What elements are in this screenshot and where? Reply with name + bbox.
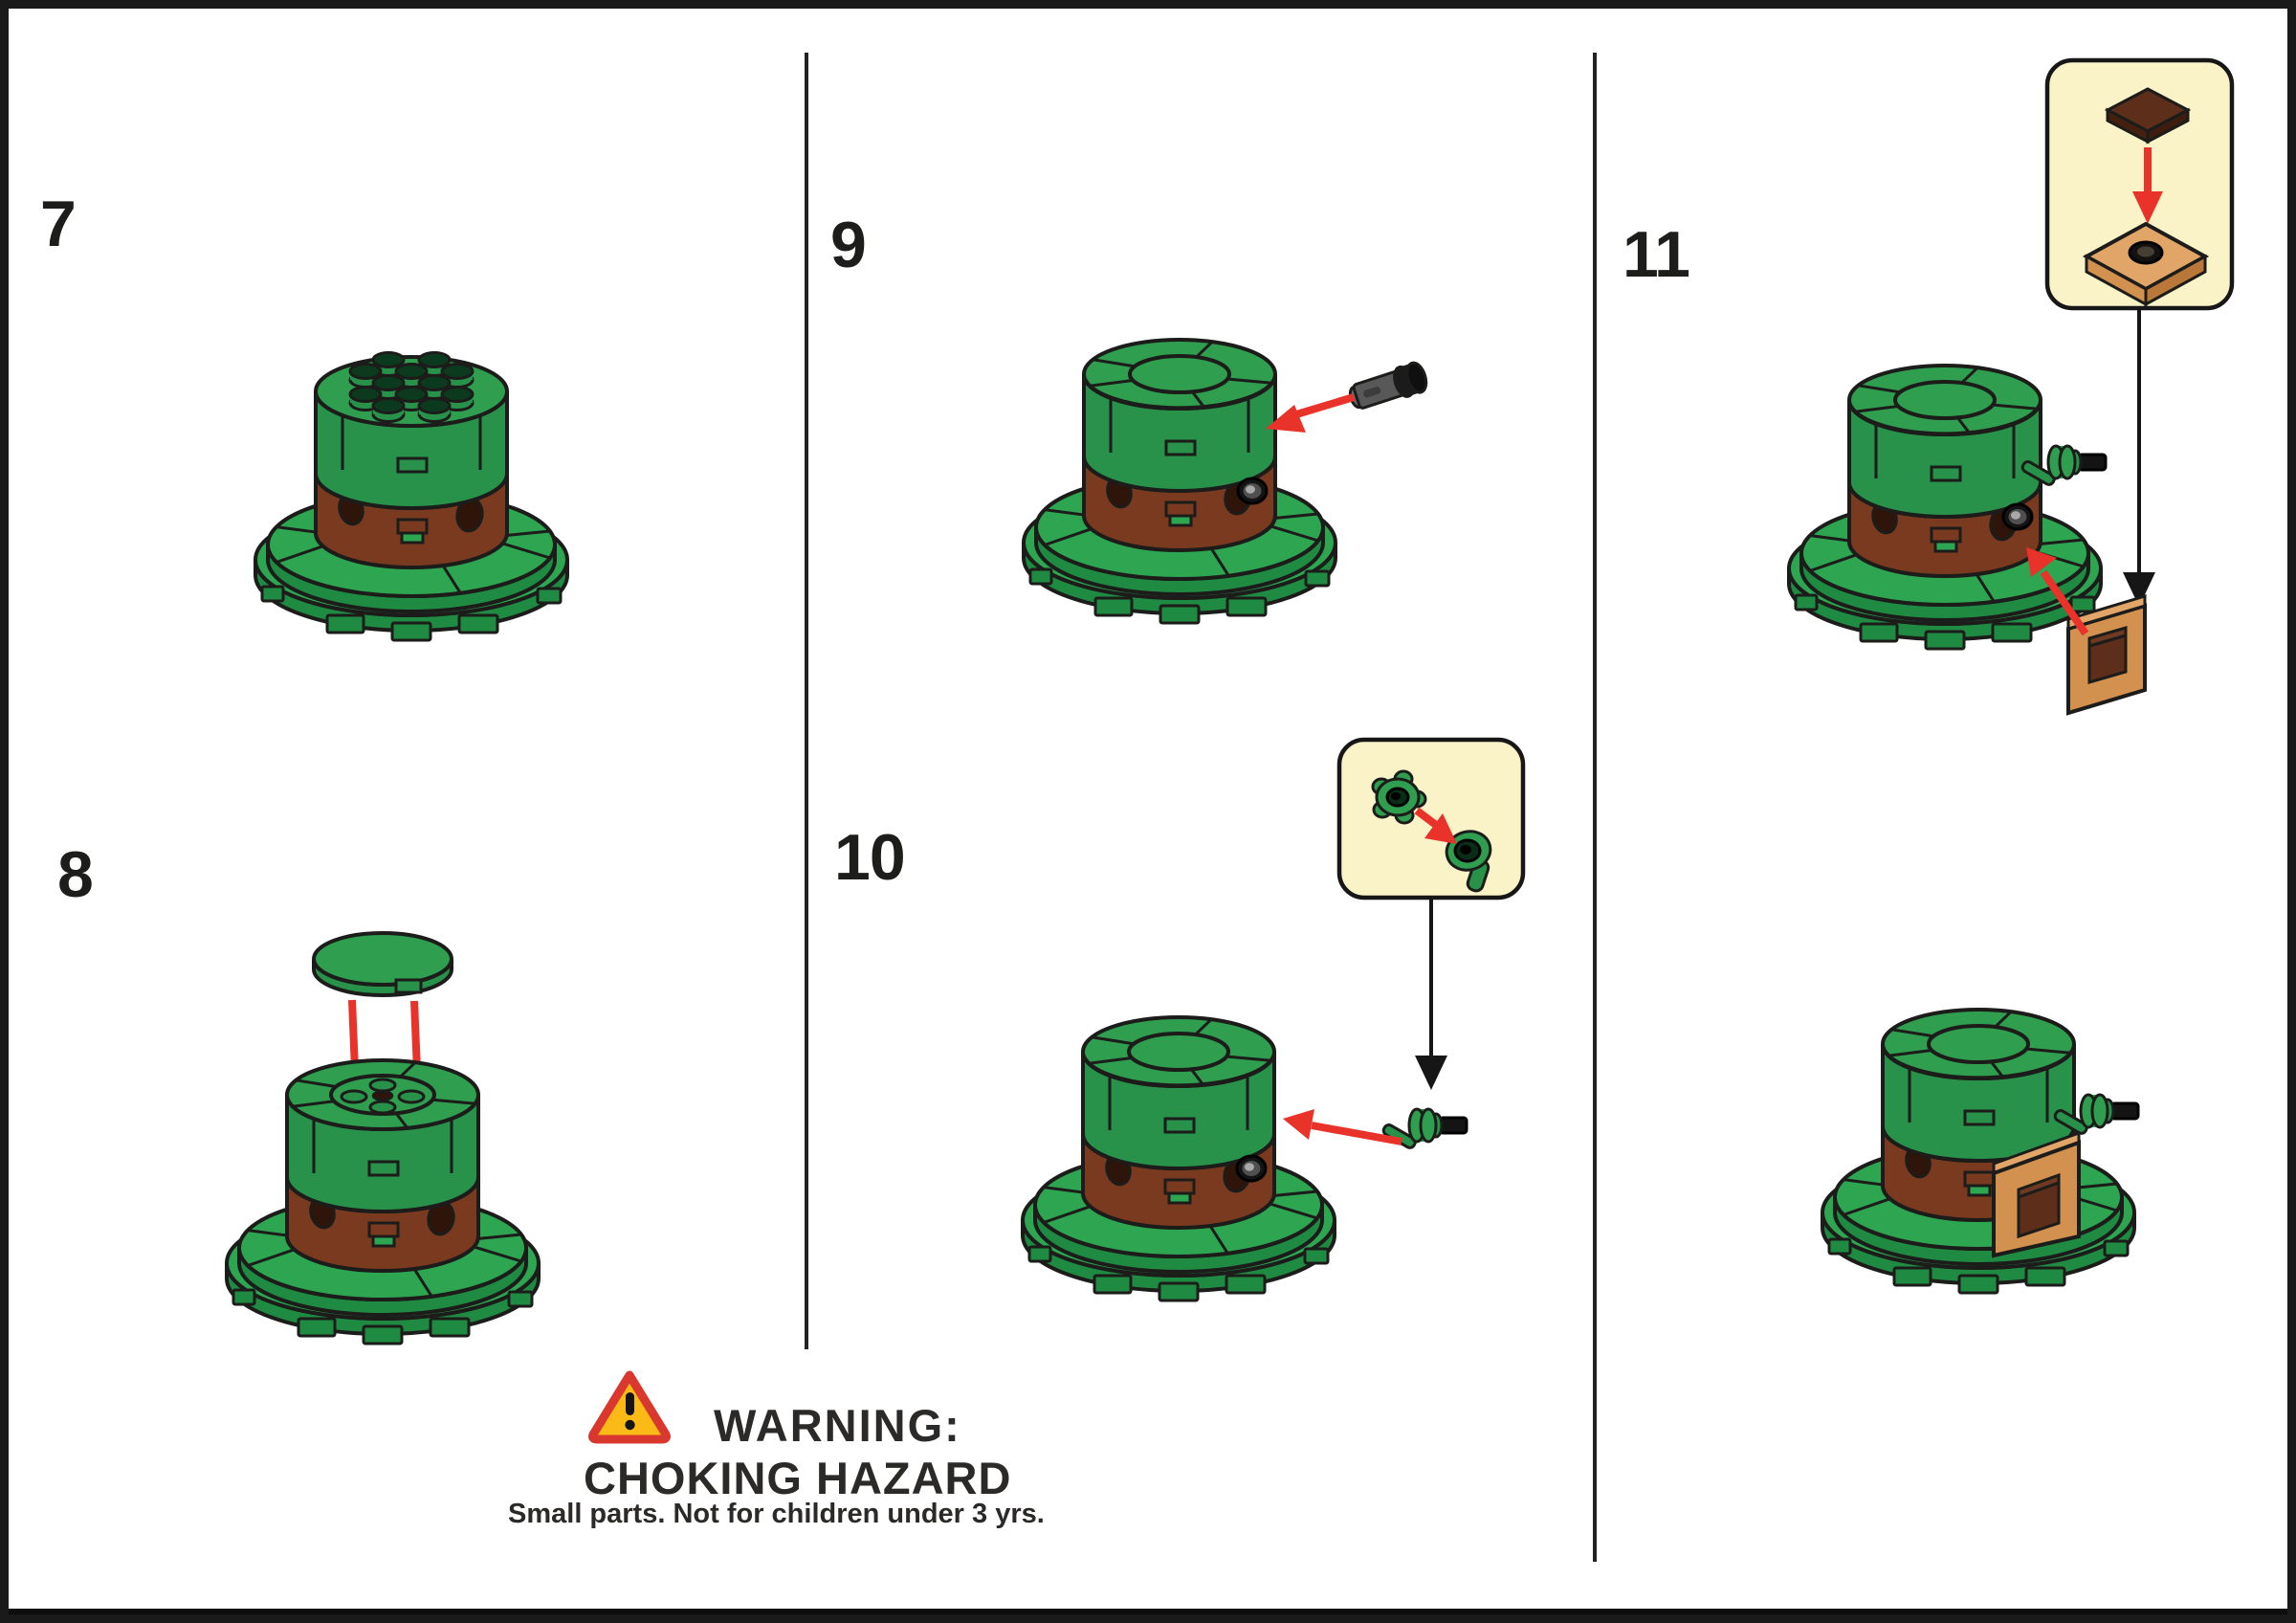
- red-arrow-icon: [1414, 807, 1457, 844]
- lego-assembly: [225, 1058, 541, 1345]
- step9-assembly-illustration: [1022, 338, 1431, 625]
- technic-pin-piece: [1344, 359, 1431, 415]
- step-number-11: 11: [1623, 218, 1690, 291]
- column-divider-right: [1593, 53, 1597, 1562]
- red-arrow-icon: [1283, 1109, 1402, 1145]
- tan-panel-subassembly: [2066, 593, 2147, 716]
- lego-assembly: [1022, 338, 1337, 625]
- red-arrow-icon: [1266, 393, 1356, 433]
- step-number-10: 10: [834, 821, 906, 894]
- column-divider-left: [805, 53, 808, 1349]
- warning-title: WARNING:: [714, 1400, 961, 1451]
- step10-assembly-illustration: [1021, 737, 1526, 1302]
- step11-assembly-illustration: [1787, 57, 2235, 716]
- lego-assembly: [254, 351, 569, 642]
- brown-tile-piece: [2104, 87, 2192, 145]
- step-number-9: 9: [830, 209, 867, 281]
- tan-panel-attached: [1992, 1130, 2081, 1258]
- step-number-8: 8: [57, 838, 94, 911]
- round-tile-piece: [312, 931, 453, 997]
- black-arrow-icon: [1415, 898, 1447, 1090]
- black-arrow-icon: [2123, 308, 2155, 607]
- red-arrow-icon: [2026, 547, 2089, 636]
- step7-assembly-illustration: [254, 351, 569, 642]
- warning-triangle-icon: [588, 1370, 671, 1444]
- parts-callout-box: [1336, 737, 1526, 900]
- lego-assembly: [1021, 1015, 1336, 1302]
- step11-final-illustration: [1821, 1008, 2140, 1295]
- lego-assembly: [1821, 1008, 2136, 1295]
- studs: [348, 351, 475, 423]
- parts-callout-box: [2044, 57, 2235, 311]
- warning-heading: CHOKING HAZARD: [584, 1453, 1012, 1503]
- lego-assembly: [1787, 364, 2103, 651]
- step8-assembly-illustration: [225, 931, 541, 1345]
- tan-plate-piece: [2082, 221, 2210, 307]
- red-arrow-icon: [2132, 147, 2163, 224]
- warning-note: Small parts. Not for children under 3 yr…: [508, 1499, 1045, 1529]
- step-number-7: 7: [40, 188, 77, 260]
